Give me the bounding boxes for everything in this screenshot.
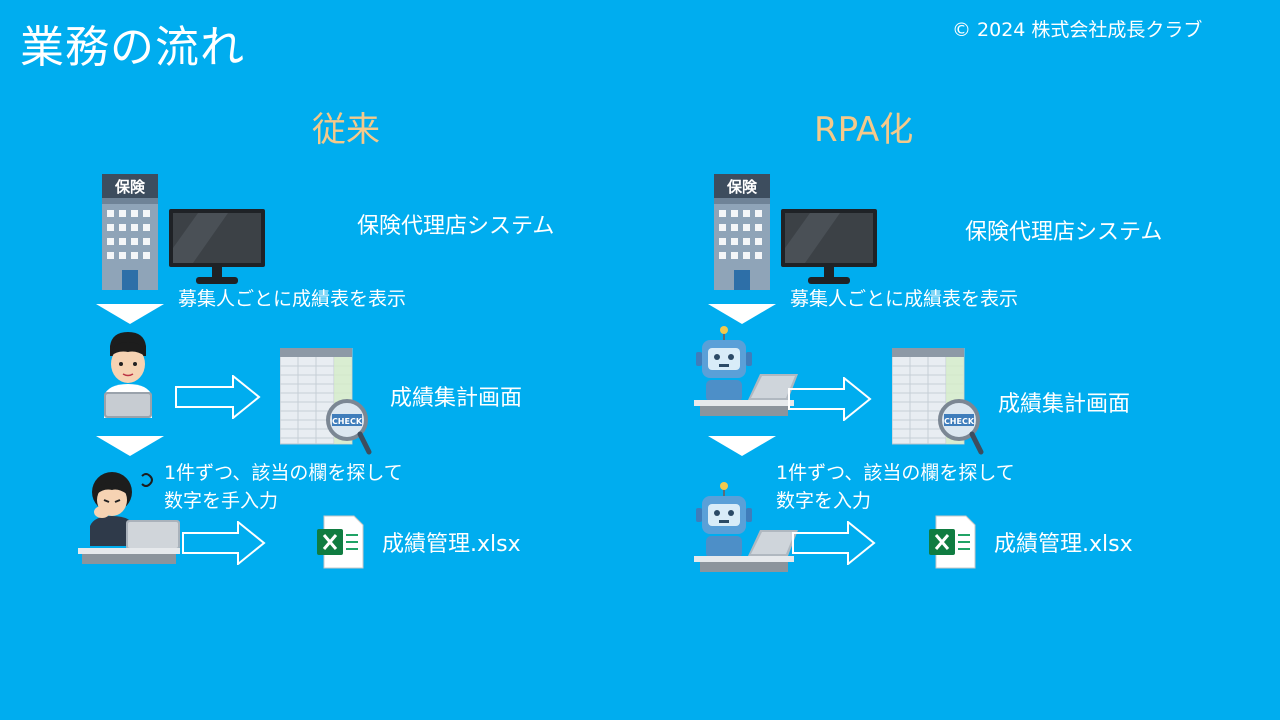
right-right-arrow-icon-2 bbox=[792, 521, 876, 565]
left-down-arrow-icon bbox=[96, 304, 164, 324]
right-check-badge: CHECK bbox=[944, 417, 975, 426]
right-building-icon: 保険 bbox=[712, 172, 772, 290]
left-step2-line1: 1件ずつ、該当の欄を探して bbox=[164, 462, 403, 484]
left-screen-label: 成績集計画面 bbox=[390, 386, 523, 411]
right-heading: RPA化 bbox=[814, 110, 914, 150]
left-building-sign: 保険 bbox=[114, 178, 146, 196]
left-right-arrow-icon-2 bbox=[182, 521, 266, 565]
right-right-arrow-icon-1 bbox=[788, 377, 872, 421]
left-building-icon: 保険 bbox=[100, 172, 160, 290]
right-step2-line1: 1件ずつ、該当の欄を探して bbox=[776, 462, 1015, 484]
right-step1-caption: 募集人ごとに成績表を表示 bbox=[790, 288, 1019, 310]
right-screen-label: 成績集計画面 bbox=[998, 392, 1131, 417]
left-step2-line2: 数字を手入力 bbox=[164, 490, 279, 512]
right-step2-line2: 数字を入力 bbox=[776, 490, 872, 512]
left-worker-icon bbox=[98, 330, 158, 418]
left-file-label: 成績管理.xlsx bbox=[382, 532, 521, 557]
left-step1-caption: 募集人ごとに成績表を表示 bbox=[178, 288, 407, 310]
left-excel-icon bbox=[316, 515, 364, 569]
left-check-badge: CHECK bbox=[332, 417, 363, 426]
right-monitor-icon bbox=[780, 208, 878, 286]
copyright-text: © 2024 株式会社成長クラブ bbox=[952, 19, 1203, 41]
left-spreadsheet-check-icon: CHECK bbox=[280, 348, 372, 456]
right-down-arrow-icon-2 bbox=[708, 436, 776, 456]
right-building-sign: 保険 bbox=[726, 178, 758, 196]
right-robot-icon-1 bbox=[694, 324, 798, 418]
left-monitor-icon bbox=[168, 208, 266, 286]
right-robot-icon-2 bbox=[694, 480, 798, 574]
left-heading: 従来 bbox=[312, 110, 380, 150]
left-down-arrow-icon-2 bbox=[96, 436, 164, 456]
left-right-arrow-icon-1 bbox=[175, 375, 261, 419]
right-excel-icon bbox=[928, 515, 976, 569]
right-file-label: 成績管理.xlsx bbox=[994, 532, 1133, 557]
right-system-label: 保険代理店システム bbox=[965, 220, 1163, 245]
right-spreadsheet-check-icon: CHECK bbox=[892, 348, 984, 456]
left-tired-worker-icon bbox=[78, 468, 182, 566]
left-system-label: 保険代理店システム bbox=[357, 214, 555, 239]
right-down-arrow-icon bbox=[708, 304, 776, 324]
page-title: 業務の流れ bbox=[20, 22, 245, 73]
